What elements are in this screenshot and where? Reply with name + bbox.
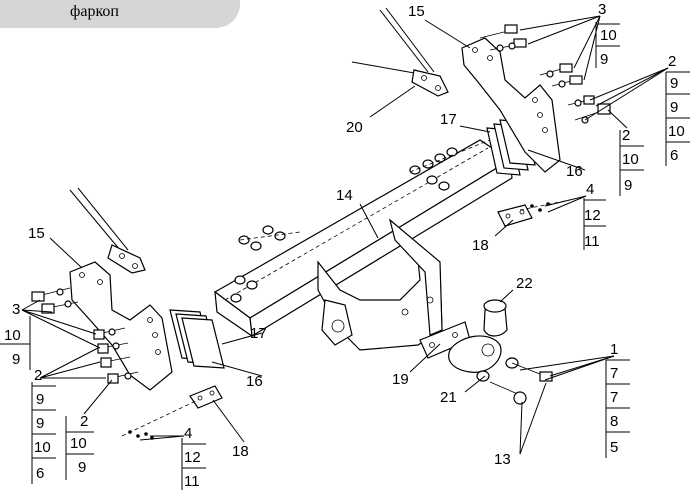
label-17-right: 17 bbox=[440, 111, 457, 128]
title-tab: фаркоп bbox=[0, 0, 240, 28]
label-9-lowerleft: 9 bbox=[78, 459, 86, 476]
label-11-right: 11 bbox=[584, 233, 600, 250]
main-beam bbox=[213, 139, 513, 338]
label-15-right: 15 bbox=[408, 3, 425, 20]
label-5: 5 bbox=[610, 439, 618, 456]
nuts-right bbox=[409, 139, 491, 191]
label-9-topright-a: 9 bbox=[670, 75, 678, 92]
label-11-left: 11 bbox=[184, 473, 200, 490]
label-3-left: 3 bbox=[12, 301, 20, 318]
label-16-right: 16 bbox=[566, 163, 583, 180]
label-8: 8 bbox=[610, 413, 618, 430]
label-20: 20 bbox=[346, 119, 363, 136]
left-strap bbox=[69, 187, 146, 274]
label-21: 21 bbox=[440, 389, 457, 406]
leader-lines bbox=[21, 15, 669, 490]
label-16-left: 16 bbox=[246, 373, 263, 390]
label-3-top: 3 bbox=[598, 1, 606, 18]
label-12-right: 12 bbox=[584, 207, 601, 224]
label-14: 14 bbox=[336, 187, 353, 204]
label-1: 1 bbox=[610, 341, 618, 358]
label-10-right: 10 bbox=[622, 151, 639, 168]
strap-20 bbox=[351, 7, 449, 97]
label-9-right: 9 bbox=[624, 177, 632, 194]
left-plates bbox=[169, 309, 225, 369]
label-9-left-b: 9 bbox=[36, 415, 44, 432]
label-2-right: 2 bbox=[622, 127, 630, 144]
label-6-left: 6 bbox=[36, 465, 44, 482]
page-title: фаркоп bbox=[70, 3, 119, 20]
label-15-left: 15 bbox=[28, 225, 45, 242]
label-2-left: 2 bbox=[34, 367, 42, 384]
label-13: 13 bbox=[494, 451, 511, 468]
label-9-top: 9 bbox=[600, 51, 608, 68]
label-10-top: 10 bbox=[600, 27, 617, 44]
label-10-topright: 10 bbox=[668, 123, 685, 140]
bolts-top-right bbox=[479, 24, 611, 124]
plate-18-left bbox=[121, 385, 223, 440]
label-9-left-a: 9 bbox=[36, 391, 44, 408]
label-12-left: 12 bbox=[184, 449, 201, 466]
center-bracket bbox=[317, 218, 443, 351]
label-7-b: 7 bbox=[610, 389, 618, 406]
label-22: 22 bbox=[516, 275, 533, 292]
label-2-topright: 2 bbox=[668, 53, 676, 70]
nuts-middle bbox=[230, 225, 301, 303]
label-2-lowerleft: 2 bbox=[80, 413, 88, 430]
label-10-lowerleft: 10 bbox=[70, 435, 87, 452]
label-6-topright: 6 bbox=[670, 147, 678, 164]
label-4-right: 4 bbox=[586, 181, 594, 198]
label-10-left: 10 bbox=[4, 327, 21, 344]
label-9-left: 9 bbox=[12, 351, 20, 368]
ball-mount bbox=[419, 299, 553, 405]
left-bracket-15 bbox=[69, 261, 173, 391]
plate-18-right bbox=[497, 199, 571, 227]
label-17-left: 17 bbox=[250, 325, 267, 342]
label-4-left: 4 bbox=[184, 425, 192, 442]
label-18-right: 18 bbox=[472, 237, 489, 254]
label-9-topright-b: 9 bbox=[670, 99, 678, 116]
label-18-left: 18 bbox=[232, 443, 249, 460]
label-7-a: 7 bbox=[610, 365, 618, 382]
label-10-left-b: 10 bbox=[34, 439, 51, 456]
bolts-left bbox=[31, 287, 139, 384]
right-bracket-15 bbox=[461, 37, 561, 173]
label-19: 19 bbox=[392, 371, 409, 388]
